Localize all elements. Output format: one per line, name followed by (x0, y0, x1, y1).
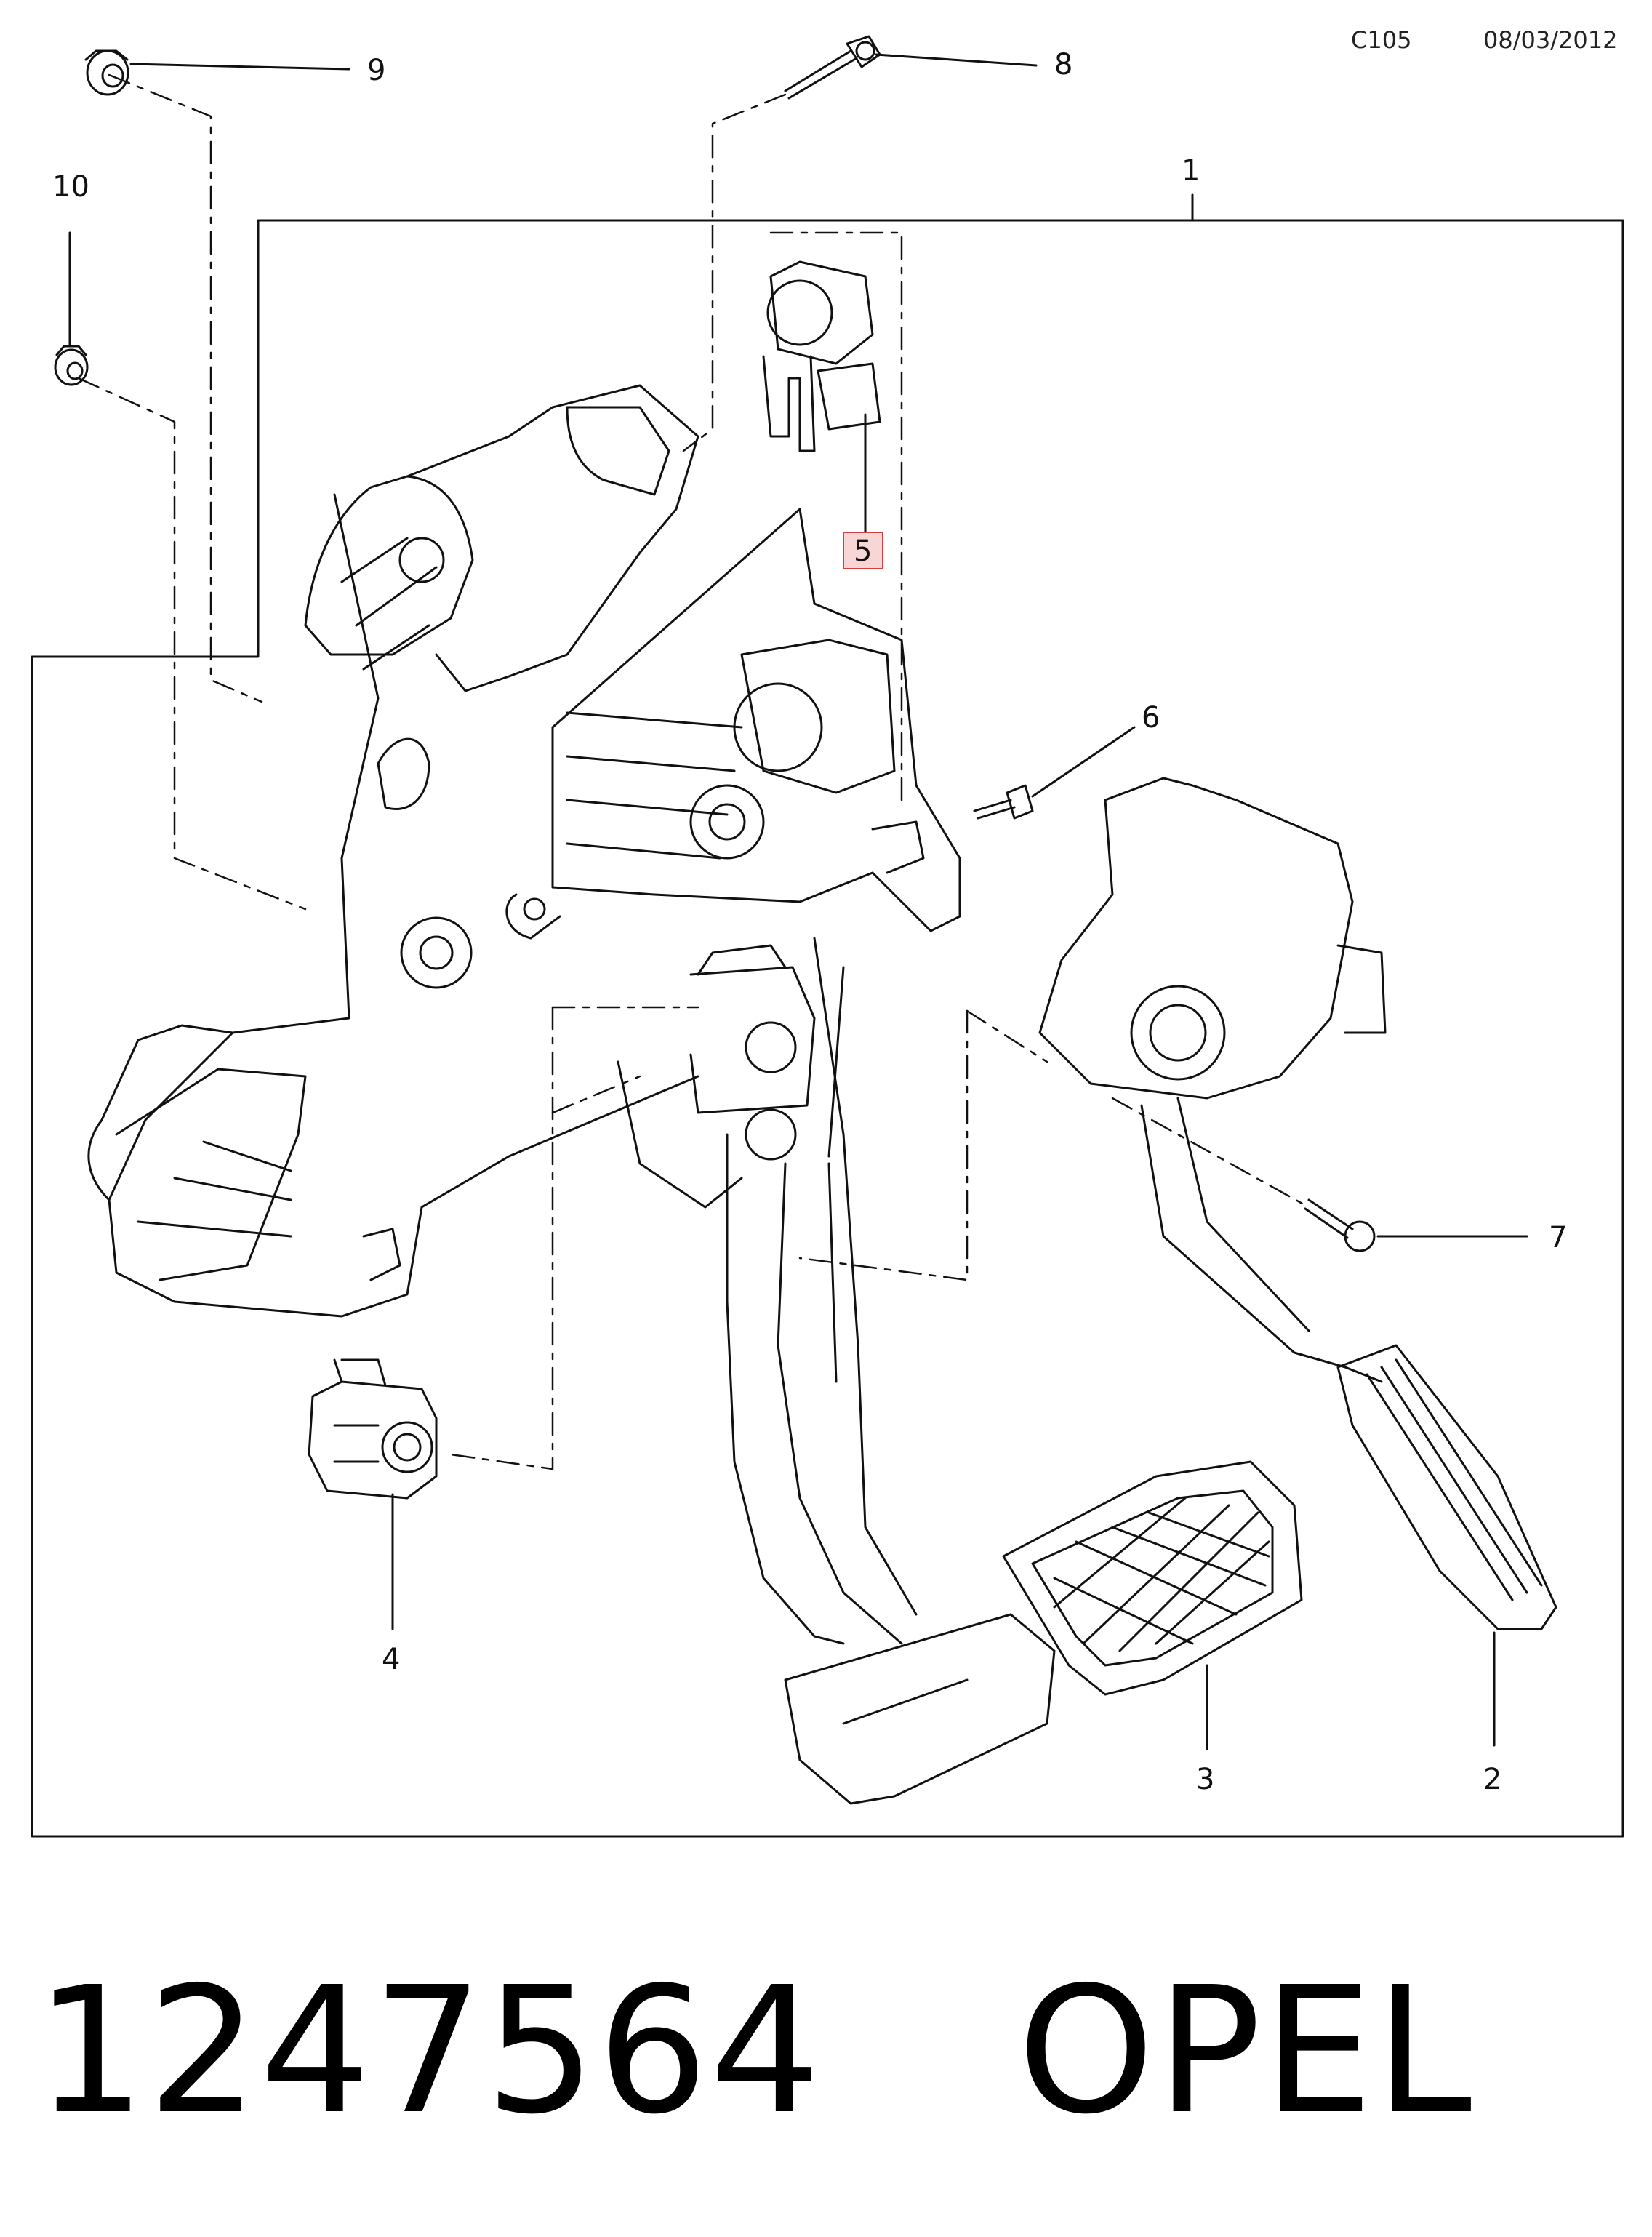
bolt-7 (1304, 1198, 1376, 1252)
callout-8: 8 (1054, 48, 1072, 81)
nut-9 (84, 49, 129, 96)
pedal-arms (726, 937, 1056, 1805)
dashed-guides (77, 73, 1310, 1470)
callout-2: 2 (1483, 1763, 1501, 1796)
callout-1: 1 (1182, 154, 1200, 188)
callout-4: 4 (382, 1643, 400, 1676)
callout-10: 10 (52, 170, 89, 204)
bolt-8 (784, 35, 881, 100)
part-footer: 1247564 OPEL (35, 1964, 1473, 2138)
brand-name: OPEL (1017, 1949, 1474, 2153)
clip-4 (308, 1358, 438, 1500)
callout-7: 7 (1549, 1221, 1567, 1254)
callout-3: 3 (1196, 1763, 1214, 1796)
part-number: 1247564 (35, 1949, 822, 2153)
screw-6 (973, 784, 1034, 820)
diagram-date: 08/03/2012 (1483, 26, 1618, 54)
callout-5: 5 (854, 535, 872, 568)
pedal-assembly-diagram: 1 2 3 4 5 6 7 8 9 10 (31, 35, 1624, 1838)
pedal-mechanism (505, 508, 961, 1209)
assembly-frame (31, 219, 1624, 1838)
callout-5-highlight: 5 (843, 532, 883, 569)
accelerator-pedal (1038, 777, 1557, 1630)
diagram-code: C105 (1351, 26, 1412, 54)
clutch-pad (1002, 1460, 1303, 1696)
nut-10 (54, 345, 89, 386)
callout-6: 6 (1142, 701, 1160, 735)
pedal-bracket (87, 384, 699, 1318)
switch-5 (762, 260, 881, 540)
callout-9: 9 (367, 54, 385, 87)
